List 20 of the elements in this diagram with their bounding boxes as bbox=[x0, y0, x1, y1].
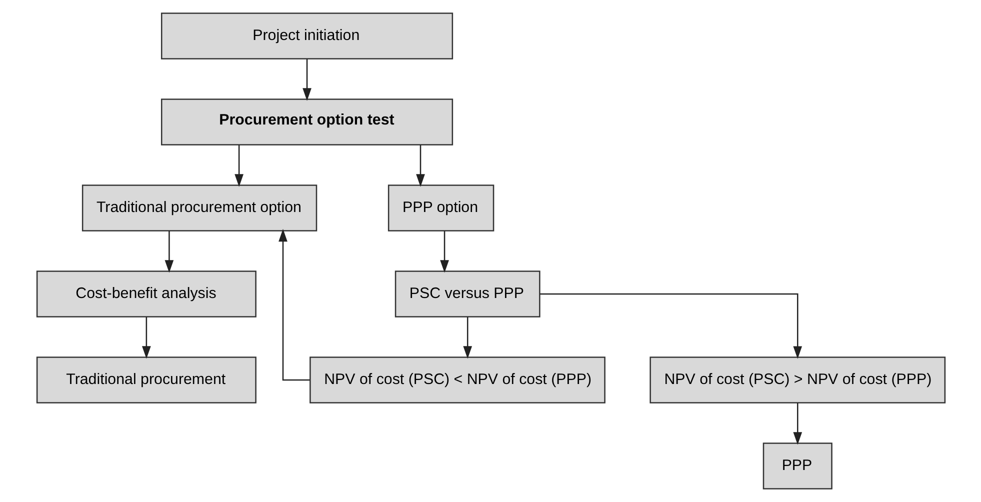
arrow bbox=[234, 145, 243, 187]
arrow bbox=[792, 403, 802, 445]
arrow bbox=[540, 293, 802, 359]
node-box: PPP option bbox=[387, 184, 494, 232]
arrow bbox=[142, 317, 150, 359]
node-box: Traditional procurement option bbox=[81, 184, 317, 232]
arrow bbox=[440, 231, 448, 273]
node-box: Traditional procurement bbox=[36, 356, 256, 404]
node-box: NPV of cost (PSC) > NPV of cost (PPP) bbox=[649, 356, 946, 404]
arrow bbox=[164, 231, 174, 273]
arrow bbox=[302, 59, 311, 101]
node-box: NPV of cost (PSC) < NPV of cost (PPP) bbox=[309, 356, 605, 404]
node-box: PPP bbox=[762, 442, 832, 490]
arrow bbox=[462, 317, 472, 359]
arrow bbox=[416, 145, 424, 187]
node-box: Procurement option test bbox=[160, 98, 453, 146]
node-box: Cost-benefit analysis bbox=[36, 270, 256, 318]
node-box: Project initiation bbox=[160, 12, 453, 60]
node-box: PSC versus PPP bbox=[394, 270, 540, 318]
arrow bbox=[278, 228, 310, 381]
